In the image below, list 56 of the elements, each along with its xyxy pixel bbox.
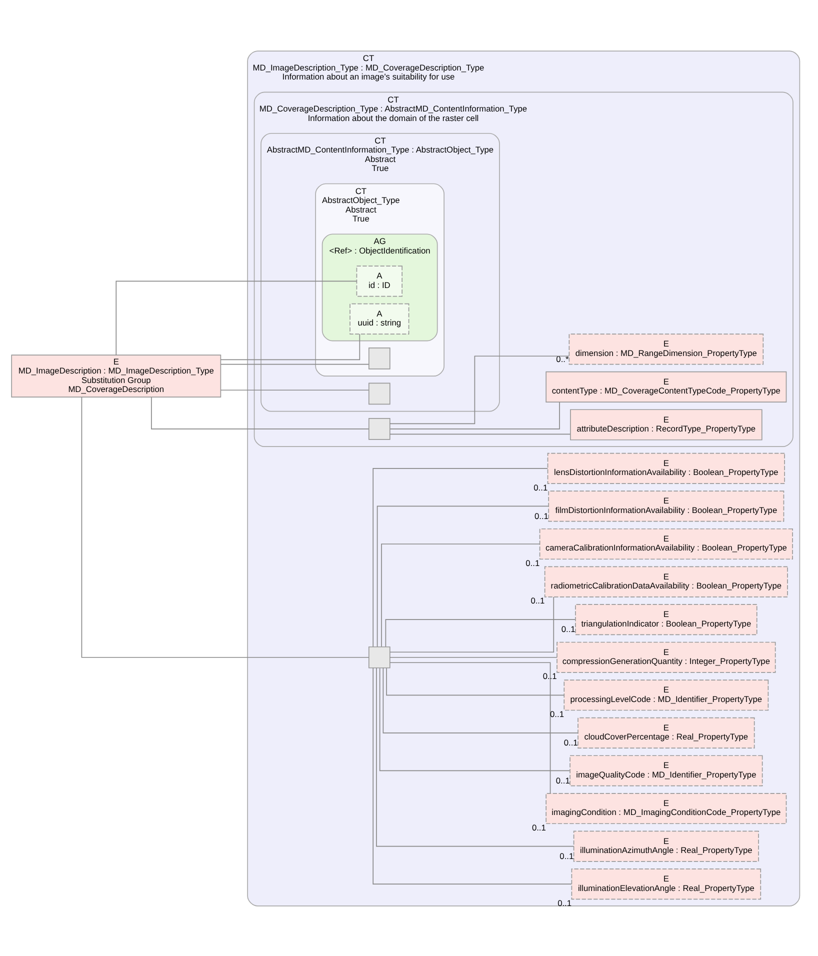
node-label: 0..1 xyxy=(561,624,576,634)
node-box xyxy=(368,347,390,369)
connector xyxy=(81,396,370,658)
node-label: 0..1 xyxy=(542,670,557,681)
connector xyxy=(220,333,360,360)
connector xyxy=(372,468,548,647)
node-label: 0..1 xyxy=(550,708,564,718)
node-box: E imageQualityCode : MD_Identifier_PropertyType xyxy=(570,754,763,786)
node-box: A uuid : string xyxy=(350,302,410,334)
node-label: 0..1 xyxy=(534,482,548,492)
node-box: E illuminationElevationAngle : Real_PropertyType xyxy=(571,868,762,900)
node-label: 0..1 xyxy=(532,822,546,832)
node-label: 0..1 xyxy=(564,737,578,748)
connector xyxy=(390,433,571,434)
node-box: E attributeDescription : RecordType_PropertyType xyxy=(570,408,762,440)
connector xyxy=(390,662,551,794)
connector xyxy=(390,596,554,652)
node-box: A id : ID xyxy=(356,265,402,296)
node-box: E cameraCalibrationInformationAvailability : Boolean_PropertyType xyxy=(539,528,793,560)
connector xyxy=(386,667,564,696)
connector xyxy=(382,666,578,733)
node-box xyxy=(368,418,390,440)
connector xyxy=(390,401,560,429)
node-box: E cloudCoverPercentage : Real_PropertyType xyxy=(578,716,755,748)
connector xyxy=(151,396,370,429)
node-box: E processingLevelCode : MD_Identifier_PropertyType xyxy=(564,679,769,710)
node-label: 0..1 xyxy=(560,850,574,860)
connector xyxy=(379,667,570,771)
node-box: E compressionGenerationQuantity : Integer_PropertyType xyxy=(556,641,776,672)
connector xyxy=(376,667,574,846)
node-box: E illuminationAzimuthAngle : Real_PropertyType xyxy=(573,830,759,862)
node-box: E MD_ImageDescription : MD_ImageDescription_Type Substitution Group MD_CoverageDescription xyxy=(11,354,222,397)
connector xyxy=(376,505,549,647)
connector xyxy=(385,618,576,647)
connector xyxy=(372,667,572,884)
connector xyxy=(220,389,369,390)
node-box: E radiometricCalibrationDataAvailability : Boolean_PropertyType xyxy=(544,566,788,597)
node-box: E triangulationIndicator : Boolean_PropertyType xyxy=(575,604,758,635)
connector xyxy=(116,280,358,355)
node-box: E dimension : MD_RangeDimension_PropertyType xyxy=(568,333,764,364)
node-label: 0..1 xyxy=(530,595,545,606)
node-box xyxy=(368,646,390,668)
connector xyxy=(390,355,570,424)
node-box: E contentType : MD_CoverageContentTypeCode_PropertyType xyxy=(546,370,787,402)
connector xyxy=(390,656,558,658)
node-label: 0..1 xyxy=(558,897,572,908)
node-label: 0..1 xyxy=(534,510,548,520)
node-label: 0..1 xyxy=(526,557,540,568)
node-box: E lensDistortionInformationAvailability : Boolean_PropertyType xyxy=(547,452,785,484)
node-box: E imagingCondition : MD_ImagingConditionCode_PropertyType xyxy=(546,792,787,824)
node-label: 0..* xyxy=(556,353,569,364)
node-box xyxy=(368,382,390,404)
connector xyxy=(381,543,540,646)
node-label: 0..1 xyxy=(556,774,570,785)
node-box: E filmDistortionInformationAvailability : Boolean_PropertyType xyxy=(548,490,784,522)
connector xyxy=(220,363,369,364)
